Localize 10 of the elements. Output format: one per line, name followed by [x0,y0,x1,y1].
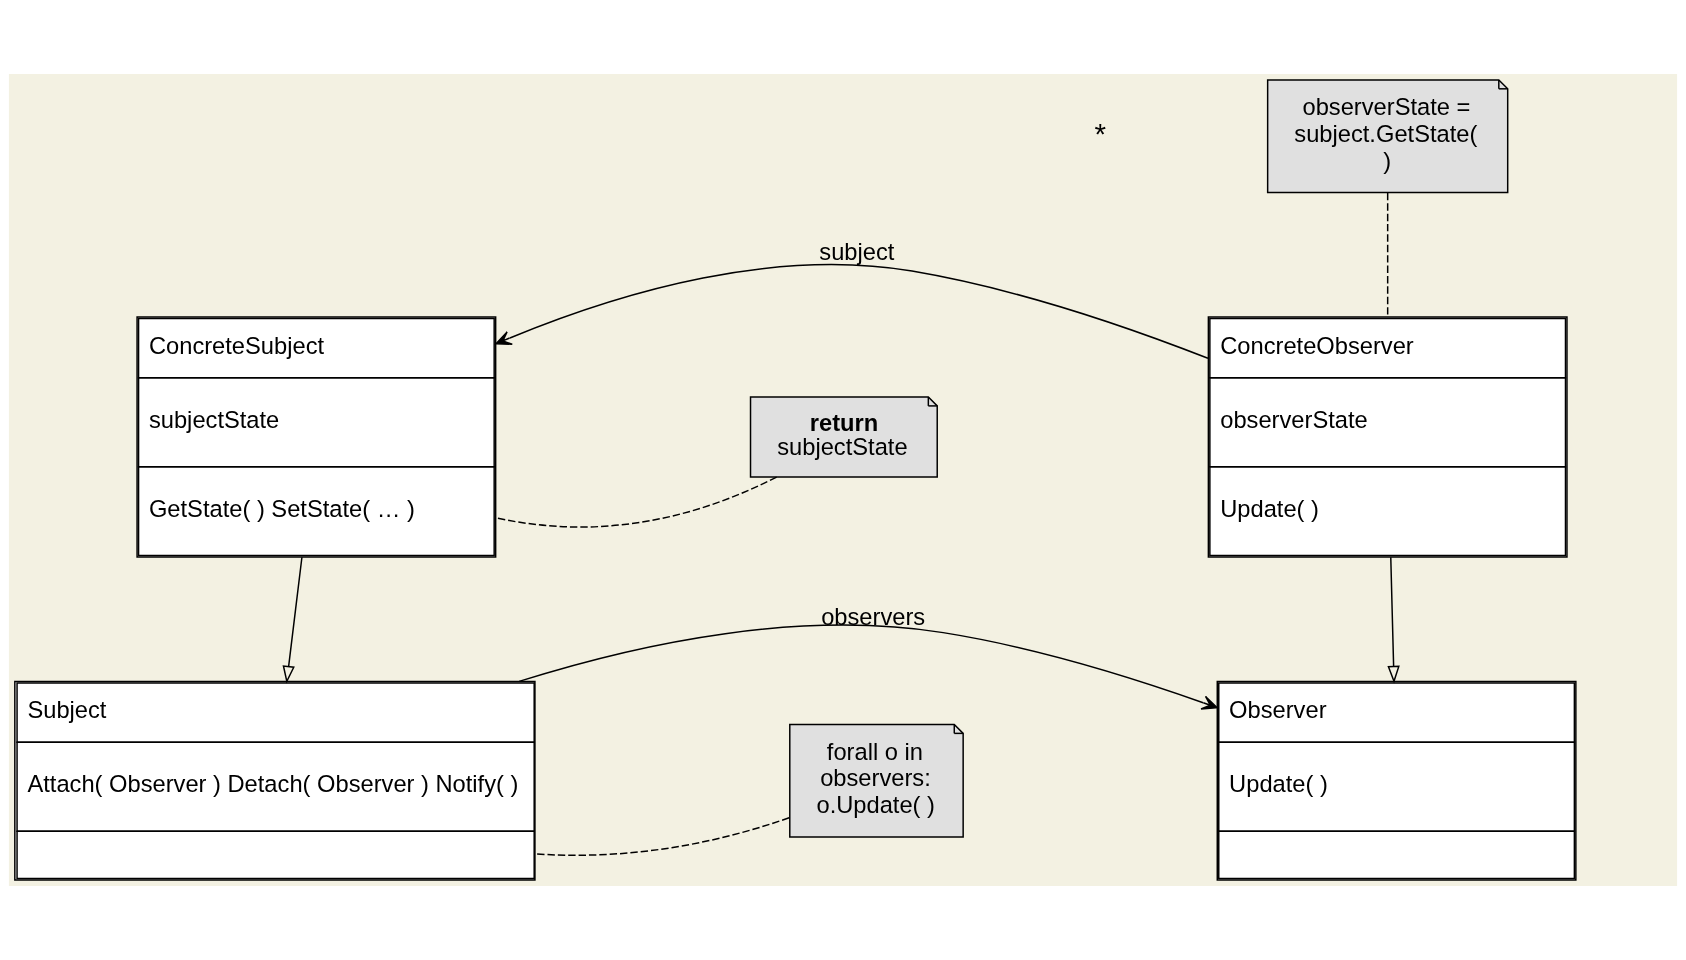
arrow [282,556,303,684]
edge-label: observers [821,603,926,630]
label: * [1094,116,1106,150]
connector [1386,192,1389,318]
arrow [1387,556,1400,684]
connector [534,817,790,856]
edge-label: subject [819,239,895,266]
arrow [495,263,1209,360]
arrow [518,624,1218,710]
connector [495,476,778,528]
